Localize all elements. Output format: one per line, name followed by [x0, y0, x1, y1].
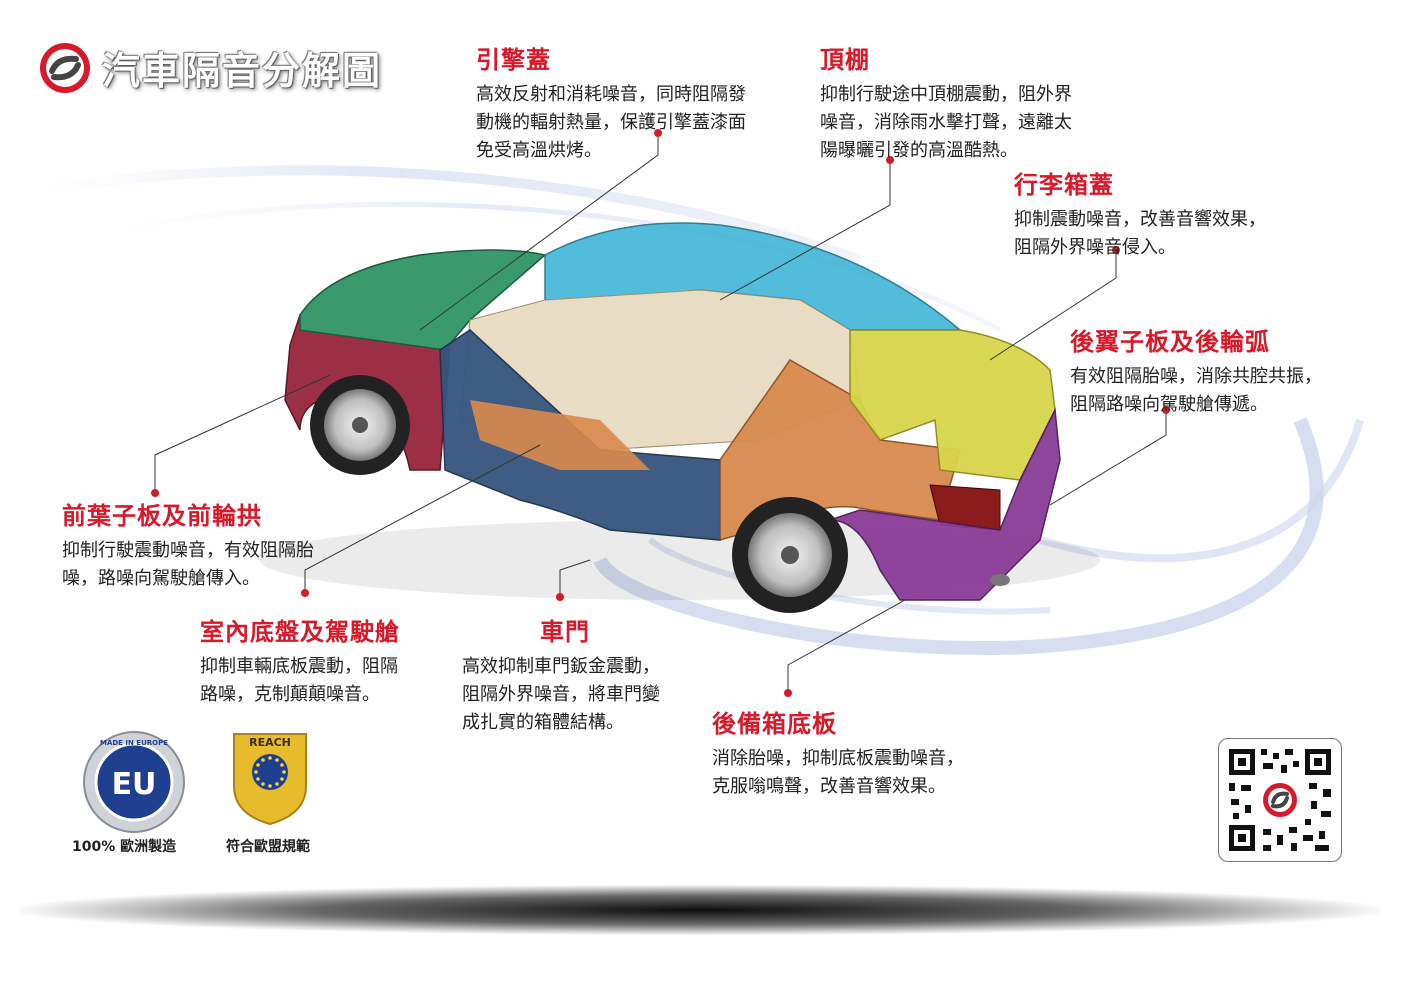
hood-panel: [299, 249, 547, 351]
trunk-floor-panel: [829, 407, 1061, 601]
trunk-lid-panel: [849, 329, 1056, 481]
callout-title: 引擎蓋: [476, 46, 551, 74]
exhaust-pipe: [990, 574, 1010, 586]
floor-carpet: [470, 400, 650, 470]
callout-text: 消除胎噪，抑制底板震動噪音， 克服嗡鳴聲，改善音響效果。: [712, 748, 964, 797]
callout-title: 室內底盤及駕駛艙: [200, 618, 400, 646]
callout-title: 行李箱蓋: [1014, 171, 1114, 199]
callout-title: 前葉子板及前輪拱: [62, 502, 262, 530]
callout-title: 後翼子板及後輪弧: [1070, 328, 1270, 356]
qr-code-icon: [1229, 749, 1331, 851]
air-swoosh: [1038, 418, 1364, 563]
eu-badge-caption: 100% 歐洲製造: [72, 839, 177, 855]
callout-text: 抑制車輛底板震動，阻隔 路噪，克制顛顛噪音。: [200, 656, 398, 705]
callout-title: 後備箱底板: [712, 710, 837, 738]
leader-lines: [154, 133, 1167, 693]
eu-seal-icon: EU MADE IN EUROPE: [83, 731, 185, 833]
air-swoosh: [119, 201, 1002, 333]
svg-text:EU: EU: [112, 767, 157, 802]
callout-title: 頂棚: [820, 46, 870, 74]
callout-floor: 室內底盤及駕駛艙 抑制車輛底板震動，阻隔 路噪，克制顛顛噪音。: [200, 612, 460, 709]
reach-badge-caption: 符合歐盟規範: [226, 839, 310, 855]
brand-logo-icon: [40, 42, 90, 93]
callout-text: 高效反射和消耗噪音，同時阻隔發 動機的輻射熱量，保護引擎蓋漆面 免受高溫烘烤。: [476, 84, 746, 161]
callout-roof: 頂棚 抑制行駛途中頂棚震動，阻外界 噪音，消除雨水擊打聲，遠離太 陽曝曬引發的高…: [820, 40, 1120, 165]
callout-text: 高效抑制車門鈑金震動， 阻隔外界噪音，將車門變 成扎實的箱體結構。: [462, 656, 660, 733]
svg-text:MADE IN EUROPE: MADE IN EUROPE: [100, 739, 168, 747]
air-swoosh: [39, 165, 862, 265]
leader-trunk-floor: [787, 599, 906, 693]
bottom-shadow: [20, 885, 1380, 935]
leader-trunk-lid: [989, 250, 1117, 361]
svg-text:REACH: REACH: [249, 736, 291, 749]
leader-hood: [419, 133, 659, 331]
callout-door: 車門 高效抑制車門鈑金震動， 阻隔外界噪音，將車門變 成扎實的箱體結構。: [462, 612, 702, 737]
leader-rear-fender: [1049, 410, 1167, 506]
callout-rear-fender: 後翼子板及後輪弧 有效阻隔胎噪，消除共腔共振， 阻隔路噪向駕駛艙傳遞。: [1070, 322, 1370, 419]
leader-front-fender: [154, 374, 331, 493]
callout-text: 抑制行駛途中頂棚震動，阻外界 噪音，消除雨水擊打聲，遠離太 陽曝曬引發的高溫酷熱…: [820, 84, 1072, 161]
callout-front-fender: 前葉子板及前輪拱 抑制行駛震動噪音，有效阻隔胎 噪，路噪向駕駛艙傳入。: [62, 496, 362, 593]
qr-code-frame[interactable]: [1218, 738, 1342, 862]
reach-badge: REACH: [228, 728, 312, 832]
callout-trunk-floor: 後備箱底板 消除胎噪，抑制底板震動噪音， 克服嗡鳴聲，改善音響效果。: [712, 704, 1012, 801]
air-swoosh: [593, 417, 1324, 655]
callout-hood: 引擎蓋 高效反射和消耗噪音，同時阻隔發 動機的輻射熱量，保護引擎蓋漆面 免受高溫…: [476, 40, 796, 165]
front-wheel: [310, 375, 410, 475]
header: 汽車隔音分解圖: [38, 40, 382, 95]
reach-shield-icon: REACH: [233, 733, 307, 826]
callout-title: 車門: [540, 618, 590, 646]
leader-door: [559, 559, 591, 597]
leader-dots: [151, 129, 1170, 697]
callout-text: 有效阻隔胎噪，消除共腔共振， 阻隔路噪向駕駛艙傳遞。: [1070, 366, 1322, 415]
eu-badge: EU MADE IN EUROPE: [82, 730, 186, 838]
leader-floor: [304, 444, 541, 593]
leader-roof: [719, 160, 891, 301]
callout-text: 抑制行駛震動噪音，有效阻隔胎 噪，路噪向駕駛艙傳入。: [62, 540, 314, 589]
callout-text: 抑制震動噪音，改善音響效果， 阻隔外界噪音侵入。: [1014, 209, 1266, 258]
rear-wheel: [732, 497, 848, 613]
page-title: 汽車隔音分解圖: [102, 49, 383, 93]
callout-trunk-lid: 行李箱蓋 抑制震動噪音，改善音響效果， 阻隔外界噪音侵入。: [1014, 165, 1314, 262]
